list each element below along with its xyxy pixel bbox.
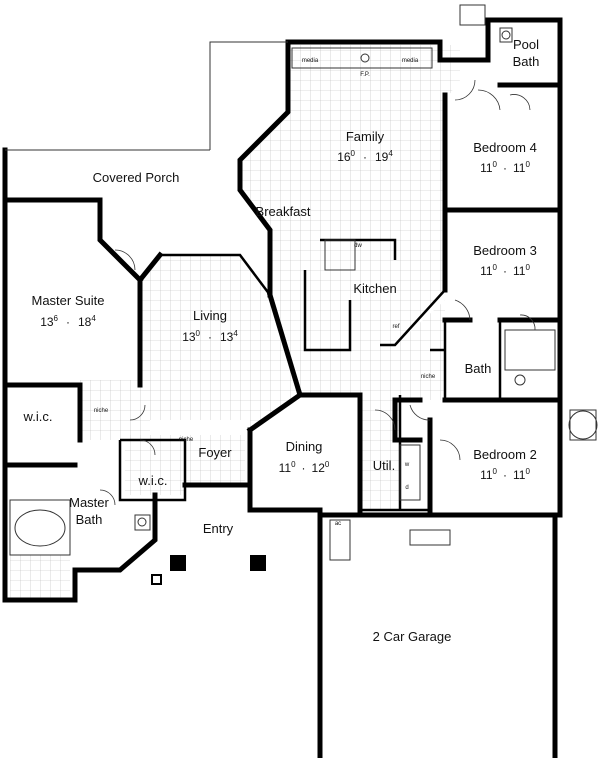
fixture-niche-hall-label: niche xyxy=(421,374,436,380)
room-pool-bath-label: Pool xyxy=(513,37,539,52)
fixture-media-left-label: media xyxy=(302,58,319,64)
fixtures xyxy=(9,4,598,561)
room-family-dims: 160·194 xyxy=(337,149,393,164)
room-breakfast-label: Breakfast xyxy=(256,204,311,219)
tiled-floor xyxy=(10,45,460,600)
room-dining-label: Dining xyxy=(286,439,323,454)
fixture-labels: media media F.P. dw ref niche niche nich… xyxy=(94,58,436,527)
room-wic-bath-label: w.i.c. xyxy=(138,473,168,488)
room-foyer-label: Foyer xyxy=(198,445,232,460)
room-living-label: Living xyxy=(193,308,227,323)
fixture-niche-foyer-label: niche xyxy=(179,437,194,443)
room-entry-label: Entry xyxy=(203,521,234,536)
room-garage-label: 2 Car Garage xyxy=(373,629,452,644)
room-labels: Pool Bath Bedroom 4 110·110 Family 160·1… xyxy=(23,37,540,644)
room-covered-porch-label: Covered Porch xyxy=(93,170,180,185)
room-pool-bath-label-2: Bath xyxy=(513,54,540,69)
room-bath-label: Bath xyxy=(465,361,492,376)
room-bedroom-2-label: Bedroom 2 xyxy=(473,447,537,462)
room-master-bath-label-2: Bath xyxy=(76,512,103,527)
room-kitchen-label: Kitchen xyxy=(353,281,396,296)
room-bedroom-3-dims: 110·110 xyxy=(480,263,530,278)
fixture-dryer-label: d xyxy=(405,485,408,491)
room-utility-label: Util. xyxy=(373,458,395,473)
fixture-media-right-label: media xyxy=(402,58,419,64)
room-master-suite-label: Master Suite xyxy=(32,293,105,308)
room-wic-master-label: w.i.c. xyxy=(23,409,53,424)
porch-outline xyxy=(5,41,288,151)
doors xyxy=(99,79,536,506)
fixture-niche-master-label: niche xyxy=(94,408,109,414)
room-master-suite-dims: 136·184 xyxy=(40,314,96,329)
room-living-dims: 130·134 xyxy=(182,329,238,344)
room-bedroom-3-label: Bedroom 3 xyxy=(473,243,537,258)
room-master-bath-label: Master xyxy=(69,495,109,510)
room-bedroom-2-dims: 110·110 xyxy=(480,467,530,482)
fixture-refrigerator-label: ref xyxy=(392,324,399,330)
room-family-label: Family xyxy=(346,129,385,144)
fixture-ac-label: ac xyxy=(335,521,341,527)
room-dining-dims: 110·120 xyxy=(279,460,330,475)
fixture-washer-label: w xyxy=(404,462,410,468)
fixture-fireplace-label: F.P. xyxy=(360,72,370,78)
room-bedroom-4-dims: 110·110 xyxy=(480,160,530,175)
room-bedroom-4-label: Bedroom 4 xyxy=(473,140,537,155)
fixture-dishwasher-label: dw xyxy=(354,243,362,249)
